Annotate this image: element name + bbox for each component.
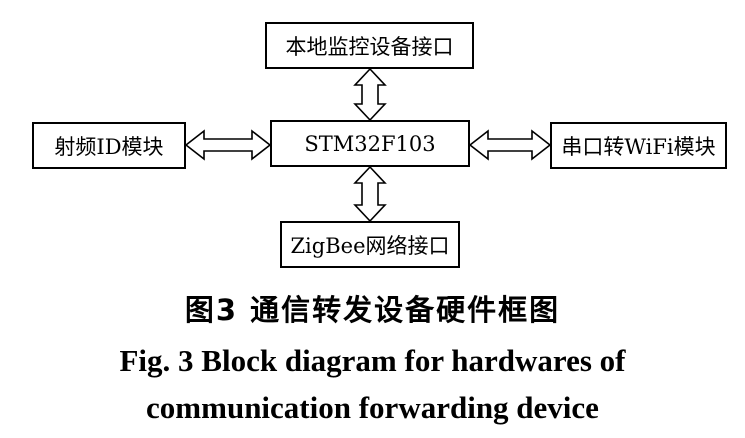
node-label: 本地监控设备接口 (285, 34, 454, 59)
node-label: ZigBee网络接口 (290, 233, 450, 258)
node-label: 射频ID模块 (54, 134, 164, 159)
arrow-center-bottom (353, 165, 387, 223)
node-label: STM32F103 (304, 131, 436, 156)
mcu-node: STM32F103 (270, 120, 470, 167)
node-label: 串口转WiFi模块 (561, 134, 716, 159)
figure-caption-en-line1: Fig. 3 Block diagram for hardwares of (119, 343, 626, 378)
arrow-layer (184, 67, 552, 223)
serial-wifi-module-node: 串口转WiFi模块 (550, 122, 727, 169)
rfid-module-node: 射频ID模块 (32, 122, 186, 169)
local-monitor-interface-node: 本地监控设备接口 (265, 22, 474, 69)
zigbee-interface-node: ZigBee网络接口 (280, 221, 460, 268)
block-diagram: 本地监控设备接口 射频ID模块 STM32F103 串口转WiFi模块 ZigB… (32, 22, 727, 268)
figure-caption-en-line2: communication forwarding device (146, 390, 599, 425)
arrow-center-right (468, 129, 552, 161)
arrow-left-center (184, 129, 272, 161)
arrow-center-top (353, 67, 387, 122)
figure-caption-cn: 图3 通信转发设备硬件框图 (184, 293, 561, 327)
